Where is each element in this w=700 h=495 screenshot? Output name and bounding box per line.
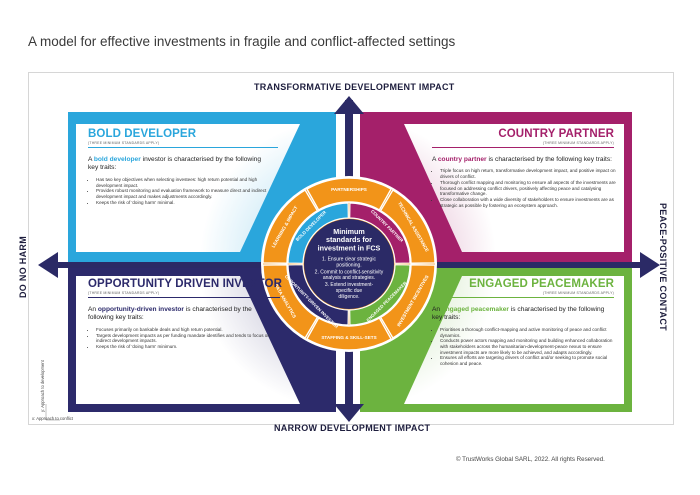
outer-ring-segment — [262, 264, 319, 339]
country-partner-intro: A country partner is characterised by th… — [432, 156, 612, 164]
outer-ring-segment — [379, 264, 436, 339]
center-heading-line: Minimum — [333, 227, 365, 236]
center-standard-line: analysis and strategies. — [323, 275, 375, 281]
outer-ring-segment — [379, 189, 436, 264]
intro-prefix: A — [88, 156, 94, 163]
intro-prefix: An — [432, 306, 442, 313]
outer-ring-segment — [305, 177, 393, 211]
list-item: Provides robust monitoring and evaluatio… — [96, 188, 268, 199]
bold-developer-intro: A bold developer investor is characteris… — [88, 156, 268, 173]
intro-highlight: engaged peacemaker — [441, 306, 509, 313]
axis-label-left: DO NO HARM — [18, 236, 28, 298]
list-item: Has two key objectives when selecting in… — [96, 177, 268, 188]
country-partner-title: COUNTRY PARTNER — [498, 128, 614, 140]
peacemaker-traits: Prioritises a thorough conflict-mapping … — [432, 327, 616, 367]
list-item: Prioritises a thorough conflict-mapping … — [440, 327, 616, 338]
up-arrow-head — [334, 96, 364, 114]
inner-ring-segment — [287, 202, 349, 264]
center-heading-line: investment in FCS — [318, 243, 381, 252]
center-standard-line: 1. Ensure clear strategic — [322, 257, 376, 263]
country-partner-traits: Triple focus on high return, transformat… — [432, 168, 616, 208]
down-arrow-head — [334, 404, 364, 422]
axis-label-bottom: NARROW DEVELOPMENT IMPACT — [274, 423, 431, 433]
intro-prefix: An — [88, 306, 98, 313]
opportunity-subtitle: (THREE MINIMUM STANDARDS APPLY) — [88, 291, 280, 298]
bold-developer-traits: Has two key objectives when selecting in… — [88, 177, 268, 206]
opportunity-traits: Focuses primarily on bankable deals and … — [88, 327, 272, 350]
center-standard-line: diligence. — [338, 294, 359, 300]
bold-developer-subtitle: (THREE MINIMUM STANDARDS APPLY) — [88, 141, 278, 148]
list-item: Thorough conflict mapping and monitoring… — [440, 180, 616, 197]
list-item: Keeps the risk of 'doing harm' minimal. — [96, 200, 268, 206]
diagram-frame — [28, 72, 674, 425]
opportunity-card: OPPORTUNITY DRIVEN INVESTOR (THREE MINIM… — [88, 278, 282, 350]
peacemaker-subtitle: (THREE MINIMUM STANDARDS APPLY) — [432, 291, 614, 298]
list-item: Conducts power actors mapping and monito… — [440, 338, 616, 355]
legend-y: y: Approach to development — [40, 360, 45, 412]
country-partner-card: COUNTRY PARTNER (THREE MINIMUM STANDARDS… — [432, 128, 616, 208]
list-item: Close collaboration with a wide diversit… — [440, 197, 616, 208]
peacemaker-intro: An engaged peacemaker is characterised b… — [432, 306, 612, 323]
wheel-center — [304, 219, 394, 309]
intro-suffix: is characterised by the following key tr… — [88, 306, 252, 322]
outer-ring-segment — [305, 317, 393, 351]
outer-ring-label: STAFFING & SKILL-SETS — [321, 335, 376, 340]
intro-highlight: opportunity-driven investor — [97, 306, 184, 313]
left-arrow-head — [38, 252, 58, 278]
opportunity-intro: An opportunity-driven investor is charac… — [88, 306, 268, 323]
list-item: Focuses primarily on bankable deals and … — [96, 327, 272, 333]
peacemaker-card: ENGAGED PEACEMAKER (THREE MINIMUM STANDA… — [432, 278, 614, 367]
bold-developer-card: BOLD DEVELOPER (THREE MINIMUM STANDARDS … — [88, 128, 278, 205]
inner-ring-segment — [287, 264, 349, 326]
intro-suffix: is characterised by the following key tr… — [486, 156, 612, 163]
outer-ring-label: PARTNERSHIPS — [331, 187, 367, 192]
center-standard-line: positioning. — [336, 262, 361, 268]
intro-prefix: A — [432, 156, 438, 163]
legend-x: x: Approach to conflict — [32, 416, 73, 421]
list-item: Targets development impacts as per fundi… — [96, 333, 272, 344]
right-arrow-head — [640, 252, 660, 278]
country-partner-subtitle: (THREE MINIMUM STANDARDS APPLY) — [432, 141, 614, 148]
inner-ring-segment — [349, 202, 411, 264]
outer-ring-segment — [262, 189, 319, 264]
list-item: Keeps the risk of 'doing harm' minimum. — [96, 344, 272, 350]
list-item: Ensures all efforts are targeting driver… — [440, 355, 616, 366]
center-standard-line: specific due — [336, 288, 363, 294]
axis-label-right: PEACE-POSITIVE CONTACT — [658, 203, 668, 331]
quadrant-frames — [68, 112, 632, 412]
copyright: © TrustWorks Global SARL, 2022. All righ… — [456, 456, 605, 463]
center-heading-line: standards for — [326, 235, 372, 244]
center-standard-line: 2. Commit to conflict-sensitivity — [315, 269, 384, 275]
intro-suffix: is characterised by the following key tr… — [432, 306, 605, 322]
intro-suffix: investor is characterised by the followi… — [88, 156, 261, 172]
bold-developer-title: BOLD DEVELOPER — [88, 128, 197, 140]
intro-highlight: bold developer — [93, 156, 141, 163]
opportunity-title: OPPORTUNITY DRIVEN INVESTOR — [88, 278, 282, 290]
list-item: Triple focus on high return, transformat… — [440, 168, 616, 179]
page-title: A model for effective investments in fra… — [28, 34, 456, 49]
intro-highlight: country partner — [437, 156, 487, 163]
peacemaker-title: ENGAGED PEACEMAKER — [469, 278, 614, 290]
axis-label-top: TRANSFORMATIVE DEVELOPMENT IMPACT — [254, 82, 455, 92]
center-standard-line: 3. Extend investment- — [325, 282, 374, 288]
inner-ring-segment — [349, 264, 411, 326]
